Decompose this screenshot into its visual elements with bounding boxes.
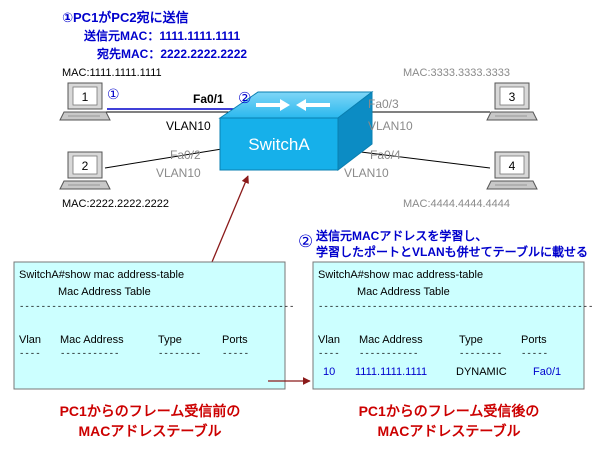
pc4-port: Fa0/4 bbox=[370, 148, 401, 162]
table-after-dash-ports: ----- bbox=[521, 349, 548, 359]
switch-name: SwitchA bbox=[248, 135, 310, 154]
table-after-rule: ----------------------------------------… bbox=[318, 302, 593, 312]
table-before-box bbox=[13, 261, 286, 390]
table-after-header-ports: Ports bbox=[521, 334, 547, 346]
pc4-number: 4 bbox=[509, 159, 516, 173]
caption-after-line1: PC1からのフレーム受信後の bbox=[359, 403, 540, 419]
pc1-number: 1 bbox=[82, 90, 89, 104]
table-before-dash-vlan: ---- bbox=[19, 349, 41, 359]
table-before-rule: ----------------------------------------… bbox=[19, 302, 294, 312]
pc1-marker: ① bbox=[107, 86, 120, 102]
table-before-dash-type: -------- bbox=[158, 349, 201, 359]
pc1-port: Fa0/1 bbox=[193, 92, 224, 106]
pc3-mac: MAC:3333.3333.3333 bbox=[403, 67, 510, 79]
caption-before-line2: MACアドレステーブル bbox=[78, 423, 221, 439]
step2-number: ② bbox=[298, 232, 313, 251]
table-before-header-type: Type bbox=[158, 334, 182, 346]
table-after-header-mac: Mac Address bbox=[359, 334, 423, 346]
switch: SwitchA bbox=[218, 90, 374, 172]
pc4-mac: MAC:4444.4444.4444 bbox=[403, 198, 510, 210]
step1-title: ①PC1がPC2宛に送信 bbox=[62, 10, 189, 25]
pc1-mac: MAC:1111.1111.1111 bbox=[62, 67, 162, 79]
step1-dst-mac: 宛先MAC：2222.2222.2222 bbox=[96, 46, 247, 61]
step2-annotation: ② 送信元MACアドレスを学習し、 学習したポートとVLANも併せてテーブルに載… bbox=[298, 228, 588, 259]
pc4: 4 MAC:4444.4444.4444 bbox=[403, 151, 538, 210]
port-marker: ② bbox=[238, 90, 251, 107]
mac-table-before: SwitchA#show mac address-table Mac Addre… bbox=[13, 261, 294, 390]
table-after-dash-vlan: ---- bbox=[318, 349, 340, 359]
table-after-dash-mac: ----------- bbox=[359, 349, 418, 359]
pc4-vlan: VLAN10 bbox=[344, 166, 389, 180]
row-type: DYNAMIC bbox=[456, 366, 507, 378]
computer-icon bbox=[59, 82, 111, 121]
step2-line2: 学習したポートとVLANも併せてテーブルに載せる bbox=[316, 244, 588, 259]
pc2-number: 2 bbox=[82, 159, 89, 173]
pc3-port: Fa0/3 bbox=[368, 97, 399, 111]
table-before-dash-mac: ----------- bbox=[60, 349, 119, 359]
table-before-heading: Mac Address Table bbox=[58, 286, 151, 298]
pc3-number: 3 bbox=[509, 90, 516, 104]
table-after-header-vlan: Vlan bbox=[318, 334, 340, 346]
pc3-vlan: VLAN10 bbox=[368, 119, 413, 133]
pc2-mac: MAC:2222.2222.2222 bbox=[62, 198, 169, 210]
row-vlan: 10 bbox=[323, 366, 335, 378]
caption-after-line2: MACアドレステーブル bbox=[377, 423, 520, 439]
table-before-header-vlan: Vlan bbox=[19, 334, 41, 346]
table-before-command: SwitchA#show mac address-table bbox=[19, 269, 184, 281]
captions: PC1からのフレーム受信前の MACアドレステーブル PC1からのフレーム受信後… bbox=[60, 403, 540, 439]
table-after-dash-type: -------- bbox=[459, 349, 502, 359]
step2-line1: 送信元MACアドレスを学習し、 bbox=[315, 228, 487, 243]
pc2-port: Fa0/2 bbox=[170, 148, 201, 162]
row-port: Fa0/1 bbox=[533, 366, 561, 378]
cable-pc4 bbox=[344, 149, 491, 169]
table-before-dash-ports: ----- bbox=[222, 349, 249, 359]
port-labels: Fa0/1 ② VLAN10 Fa0/2 VLAN10 Fa0/3 VLAN10… bbox=[156, 90, 413, 180]
table-after-command: SwitchA#show mac address-table bbox=[318, 269, 483, 281]
table-before-header-ports: Ports bbox=[222, 334, 248, 346]
pc2: 2 MAC:2222.2222.2222 bbox=[59, 151, 169, 210]
pc1: MAC:1111.1111.1111 1 ① bbox=[59, 67, 162, 121]
table-after-header-type: Type bbox=[459, 334, 483, 346]
mac-table-after: SwitchA#show mac address-table Mac Addre… bbox=[312, 261, 593, 390]
table-after-box bbox=[312, 261, 585, 390]
switch-side bbox=[337, 90, 373, 172]
table-before-header-mac: Mac Address bbox=[60, 334, 124, 346]
switch-arrows-icon bbox=[256, 99, 330, 111]
pc1-vlan: VLAN10 bbox=[166, 119, 211, 133]
caption-before-line1: PC1からのフレーム受信前の bbox=[60, 403, 241, 419]
computer-icon bbox=[486, 82, 538, 121]
arrow-to-switch bbox=[211, 175, 249, 263]
table-after-heading: Mac Address Table bbox=[357, 286, 450, 298]
pc2-vlan: VLAN10 bbox=[156, 166, 201, 180]
step1-annotation: ①PC1がPC2宛に送信 送信元MAC：1111.1111.1111 宛先MAC… bbox=[62, 10, 247, 61]
computer-icon bbox=[486, 151, 538, 190]
table-row: 10 1111.1111.1111 DYNAMIC Fa0/1 bbox=[323, 366, 561, 378]
pc3: MAC:3333.3333.3333 3 bbox=[403, 67, 538, 121]
row-mac: 1111.1111.1111 bbox=[355, 366, 427, 378]
computer-icon bbox=[59, 151, 111, 190]
cable-pc2 bbox=[104, 147, 229, 169]
step1-src-mac: 送信元MAC：1111.1111.1111 bbox=[83, 28, 240, 43]
